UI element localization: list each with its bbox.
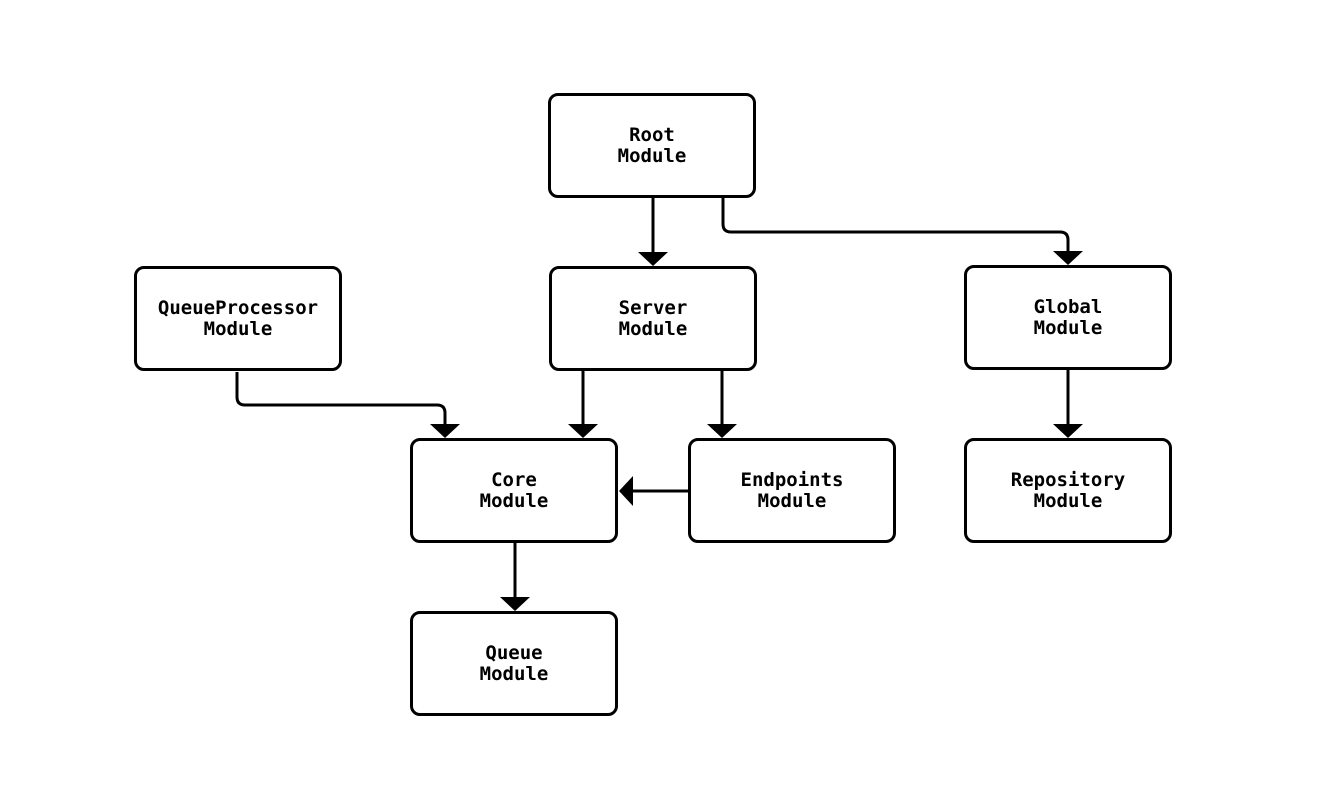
node-repository-module: Repository Module	[964, 438, 1172, 543]
node-server-module: Server Module	[549, 266, 757, 371]
node-queueprocessor-module-label: QueueProcessor Module	[157, 296, 319, 340]
edge-global-repository	[1053, 370, 1083, 438]
edge-server-endpoints	[707, 371, 737, 438]
node-core-module: Core Module	[410, 438, 618, 543]
node-root-module-label: Root Module	[617, 123, 687, 167]
edge-root-global	[721, 198, 1083, 265]
node-queueprocessor-module: QueueProcessor Module	[134, 266, 342, 371]
edge-root-server	[638, 198, 668, 266]
edge-queueprocessor-core	[235, 372, 460, 438]
node-global-module: Global Module	[964, 265, 1172, 370]
node-root-module: Root Module	[548, 93, 756, 198]
edge-endpoints-core	[619, 476, 688, 506]
node-core-module-label: Core Module	[479, 468, 549, 512]
edge-server-core	[568, 371, 598, 438]
node-endpoints-module: Endpoints Module	[688, 438, 896, 543]
node-global-module-label: Global Module	[1033, 295, 1103, 339]
node-repository-module-label: Repository Module	[1010, 468, 1126, 512]
node-queue-module-label: Queue Module	[479, 641, 549, 685]
node-endpoints-module-label: Endpoints Module	[740, 468, 844, 512]
node-server-module-label: Server Module	[618, 296, 688, 340]
node-queue-module: Queue Module	[410, 611, 618, 716]
edge-core-queue	[500, 543, 530, 611]
